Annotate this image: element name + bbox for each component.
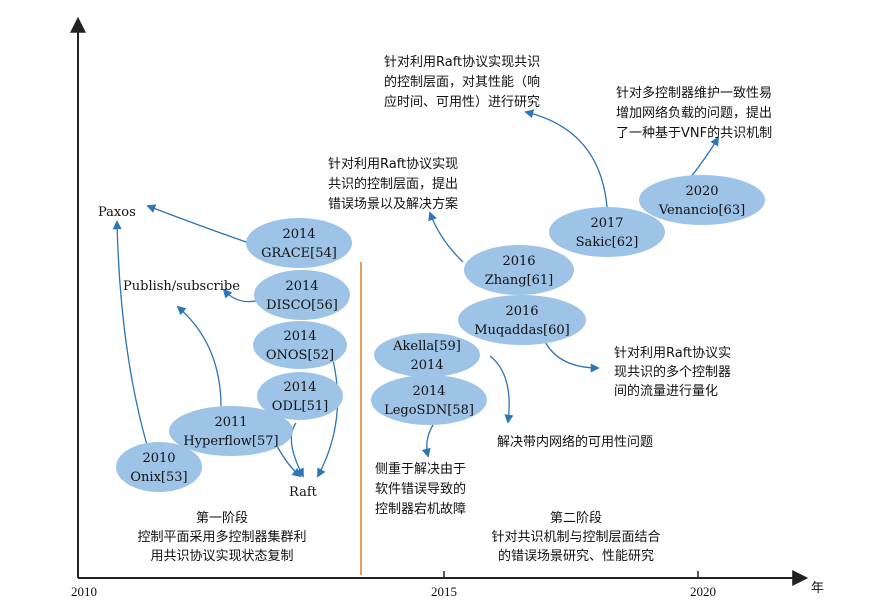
node-onix-name: Onix[53] xyxy=(130,470,187,485)
note-legosdn: 侧重于解决由于 软件错误导致的 控制器宕机故障 xyxy=(375,461,466,517)
note-legosdn-line3: 控制器宕机故障 xyxy=(375,502,466,517)
note-zhang-line1: 针对利用Raft协议实现 xyxy=(328,157,458,172)
stage1-title: 第一阶段 xyxy=(196,511,248,526)
node-onos-name: ONOS[52] xyxy=(266,348,334,363)
label-raft: Raft xyxy=(289,485,318,500)
arrow-hyperflow-pubsub xyxy=(176,305,222,411)
note-akella: 解决带内网络的可用性问题 xyxy=(497,434,653,450)
stage2-caption: 第二阶段 针对共识机制与控制层面结合 的错误场景研究、性能研究 xyxy=(491,511,660,564)
arrow-muqaddas-note xyxy=(544,341,600,373)
arrow-onix-paxos xyxy=(112,220,148,446)
node-hyperflow-name: Hyperflow[57] xyxy=(183,434,278,449)
node-onix-year: 2010 xyxy=(142,451,175,466)
node-disco: 2014 DISCO[56] xyxy=(254,270,350,320)
stage2-line2: 的错误场景研究、性能研究 xyxy=(498,548,654,564)
note-zhang-line3: 错误场景以及解决方案 xyxy=(328,196,458,212)
note-venancio-line2: 增加网络负载的问题，提出 xyxy=(616,105,772,121)
node-odl-year: 2014 xyxy=(283,380,316,395)
tick-2020: 2020 xyxy=(690,584,716,599)
arrow-legosdn-note xyxy=(421,424,434,458)
node-grace: 2014 GRACE[54] xyxy=(246,218,352,268)
note-zhang-line2: 共识的控制层面，提出 xyxy=(328,176,458,192)
note-sakic-line3: 应时间、可用性）进行研究 xyxy=(384,94,540,110)
node-disco-name: DISCO[56] xyxy=(266,298,338,313)
label-paxos: Paxos xyxy=(98,205,136,220)
note-zhang: 针对利用Raft协议实现 共识的控制层面，提出 错误场景以及解决方案 xyxy=(328,157,458,212)
node-zhang-name: Zhang[61] xyxy=(485,273,554,288)
node-sakic-year: 2017 xyxy=(590,216,623,231)
node-muqaddas: 2016 Muqaddas[60] xyxy=(458,295,586,345)
note-akella-line1: 解决带内网络的可用性问题 xyxy=(497,434,653,450)
note-sakic: 针对利用Raft协议实现共识 的控制层面，对其性能（响 应时间、可用性）进行研究 xyxy=(384,55,540,110)
note-muqaddas-line2: 现共识的多个控制器 xyxy=(614,364,731,380)
node-akella-name: Akella[59] xyxy=(392,339,461,354)
node-hyperflow-year: 2011 xyxy=(214,415,247,430)
node-muqaddas-name: Muqaddas[60] xyxy=(474,323,570,338)
stage1-line1: 控制平面采用多控制器集群利 xyxy=(137,529,306,545)
stage1-caption: 第一阶段 控制平面采用多控制器集群利 用共识协议实现状态复制 xyxy=(137,511,306,564)
node-odl: 2014 ODL[51] xyxy=(257,372,343,420)
node-muqaddas-year: 2016 xyxy=(505,304,538,319)
tick-2010: 2010 xyxy=(71,584,97,599)
note-muqaddas-line3: 间的流量进行量化 xyxy=(614,383,718,399)
arrow-hyperflow-raft xyxy=(276,445,302,478)
node-zhang-year: 2016 xyxy=(502,254,535,269)
note-muqaddas: 针对利用Raft协议实 现共识的多个控制器 间的流量进行量化 xyxy=(614,346,731,399)
node-grace-year: 2014 xyxy=(282,227,315,242)
note-muqaddas-line1: 针对利用Raft协议实 xyxy=(614,346,731,361)
note-venancio-line1: 针对多控制器维护一致性易 xyxy=(616,85,772,101)
node-legosdn-name: LegoSDN[58] xyxy=(384,403,474,418)
node-akella-year: 2014 xyxy=(410,358,443,373)
note-sakic-line1: 针对利用Raft协议实现共识 xyxy=(384,55,540,70)
x-axis-unit: 年 xyxy=(811,581,824,596)
arrow-zhang-note xyxy=(428,211,464,263)
node-akella: Akella[59] 2014 xyxy=(374,333,480,377)
note-sakic-line2: 的控制层面，对其性能（响 xyxy=(384,74,540,90)
arrow-akella-note xyxy=(489,355,514,424)
arrow-grace-paxos xyxy=(146,204,250,244)
node-zhang: 2016 Zhang[61] xyxy=(464,245,574,295)
node-sakic-name: Sakic[62] xyxy=(576,235,639,250)
node-venancio-name: Venancio[63] xyxy=(658,203,745,218)
label-pubsub: Publish/subscribe xyxy=(123,279,240,294)
stage1-line2: 用共识协议实现状态复制 xyxy=(150,549,293,564)
node-venancio-year: 2020 xyxy=(685,184,718,199)
arrow-venancio-note xyxy=(689,136,719,179)
note-legosdn-line1: 侧重于解决由于 xyxy=(375,461,466,477)
node-odl-name: ODL[51] xyxy=(272,399,328,414)
node-legosdn: 2014 LegoSDN[58] xyxy=(371,375,487,425)
node-onix: 2010 Onix[53] xyxy=(116,442,202,492)
node-grace-name: GRACE[54] xyxy=(261,246,337,261)
note-legosdn-line2: 软件错误导致的 xyxy=(375,481,466,497)
arrow-sakic-note xyxy=(524,109,608,208)
node-onos-year: 2014 xyxy=(283,329,316,344)
tick-2015: 2015 xyxy=(431,584,457,599)
node-disco-year: 2014 xyxy=(285,279,318,294)
stage2-line1: 针对共识机制与控制层面结合 xyxy=(491,530,660,545)
node-hyperflow: 2011 Hyperflow[57] xyxy=(169,406,293,456)
stage2-title: 第二阶段 xyxy=(550,511,602,526)
note-venancio: 针对多控制器维护一致性易 增加网络负载的问题，提出 了一种基于VNF的共识机制 xyxy=(616,85,772,141)
node-venancio: 2020 Venancio[63] xyxy=(639,175,765,225)
note-venancio-line3: 了一种基于VNF的共识机制 xyxy=(616,125,772,141)
arrow-onos-raft xyxy=(317,355,339,478)
node-onos: 2014 ONOS[52] xyxy=(253,321,347,369)
node-sakic: 2017 Sakic[62] xyxy=(549,207,665,257)
node-legosdn-year: 2014 xyxy=(412,384,445,399)
arrow-odl-raft xyxy=(290,422,304,478)
